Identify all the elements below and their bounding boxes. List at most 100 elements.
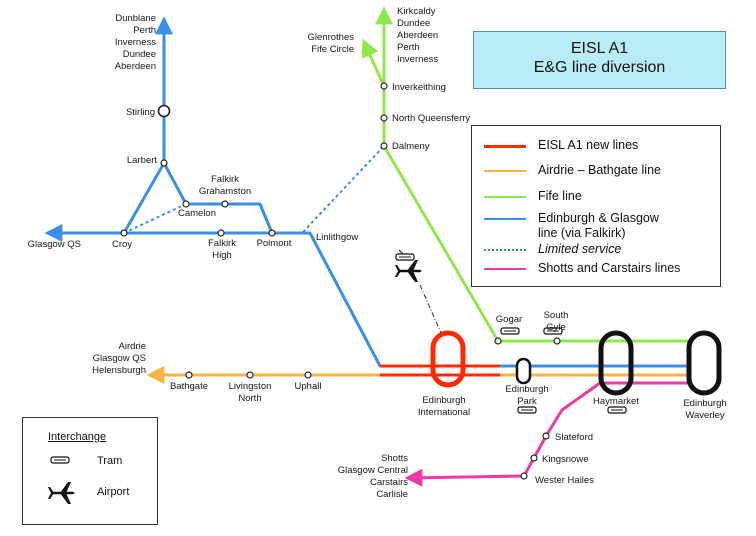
- polmont-station[interactable]: [268, 229, 276, 237]
- tram-icon-edinburgh-park: [517, 406, 537, 414]
- label-haymarket: Haymarket: [593, 396, 639, 407]
- label-croy: Croy: [112, 239, 132, 250]
- edinburgh-park-station[interactable]: [515, 357, 532, 385]
- fife-destination-labels: Kirkcaldy Dundee Aberdeen Perth Invernes…: [397, 6, 438, 65]
- uphall-station[interactable]: [304, 371, 312, 379]
- label-uphall: Uphall: [295, 381, 322, 392]
- gogar-station[interactable]: [494, 337, 502, 345]
- label-dalmeny: Dalmeny: [392, 141, 430, 152]
- dest-fife-1: Kirkcaldy: [397, 6, 436, 17]
- dalmeny-station[interactable]: [380, 142, 388, 150]
- kingsknowe-station[interactable]: [530, 454, 538, 462]
- airport-connector: [419, 284, 442, 334]
- livingston-north-station[interactable]: [246, 371, 254, 379]
- croy-station[interactable]: [120, 229, 128, 237]
- camelon-station[interactable]: [182, 200, 190, 208]
- eisl-new-lines: [380, 364, 500, 377]
- label-gogar: Gogar: [496, 314, 522, 325]
- limited-service-lines: [123, 145, 385, 234]
- dest-fife-4: Perth: [397, 42, 420, 53]
- label-falkirk-high-2: High: [212, 250, 232, 261]
- line-polmont-to-edinburgh: [272, 231, 430, 368]
- tram-icon: [50, 456, 70, 464]
- dest-shotts-4: Carlisle: [376, 489, 408, 500]
- title-box: EISL A1 E&G line diversion: [473, 31, 726, 89]
- label-linlithgow: Linlithgow: [316, 232, 358, 243]
- label-falkirk-high-1: Falkirk: [208, 238, 236, 249]
- wester-hailes-station[interactable]: [520, 472, 528, 480]
- label-livingston-north-2: North: [238, 393, 261, 404]
- title-line-1: EISL A1: [570, 40, 629, 57]
- legend-label-shotts: Shotts and Carstairs lines: [538, 261, 681, 275]
- line-larbert-croy: [122, 162, 166, 234]
- legend-label-fife: Fife line: [538, 189, 582, 203]
- airplane-icon: [395, 260, 422, 282]
- dest-west: Glasgow QS: [28, 239, 81, 250]
- edinburgh-international-station[interactable]: [430, 330, 466, 388]
- label-waverley-1: Edinburgh: [683, 398, 726, 409]
- dest-shotts-1: Shotts: [381, 453, 408, 464]
- larbert-station[interactable]: [160, 159, 168, 167]
- line-pink-south: [404, 381, 601, 487]
- label-livingston-north-1: Livingston: [229, 381, 272, 392]
- bathgate-station[interactable]: [185, 371, 193, 379]
- label-slateford: Slateford: [555, 432, 593, 443]
- legend-label-eg-line1: Edinburgh & Glasgow: [538, 211, 659, 225]
- legend-label-limited: Limited service: [538, 242, 622, 256]
- legend-swatch-new-lines: [484, 145, 526, 148]
- legend-swatch-shotts: [484, 268, 526, 270]
- label-camelon: Camelon: [178, 208, 216, 219]
- falkirk-high-station[interactable]: [217, 229, 225, 237]
- dest-north-2: Perth: [133, 25, 156, 36]
- label-north-queensferry: North Queensferry: [392, 113, 470, 124]
- waverley-station[interactable]: [686, 330, 722, 396]
- stirling-station[interactable]: [157, 104, 171, 118]
- dest-glenrothes-2: Fife Circle: [311, 44, 354, 55]
- station-labels: Stirling Larbert Falkirk Grahamston Came…: [112, 82, 727, 486]
- inverkeithing-station[interactable]: [380, 82, 388, 90]
- legend: EISL A1 new lines Airdrie – Bathgate lin…: [471, 125, 721, 287]
- dest-north-4: Dundee: [123, 49, 156, 60]
- airport-icon: [48, 482, 75, 504]
- label-edinburgh-park-2: Park: [517, 396, 537, 407]
- falkirk-grahamston-station[interactable]: [221, 200, 229, 208]
- interchange-tram-label: Tram: [97, 455, 123, 467]
- interchange-airport-label: Airport: [97, 486, 130, 498]
- dest-shotts-2: Glasgow Central: [338, 465, 408, 476]
- dest-shotts-3: Carstairs: [370, 477, 408, 488]
- tram-icon-south-gyle: [543, 327, 563, 335]
- interchange-heading: Interchange: [48, 431, 107, 443]
- legend-label-eg-line2: line (via Falkirk): [538, 226, 626, 240]
- dest-north-5: Aberdeen: [115, 61, 156, 72]
- dest-fife-2: Dundee: [397, 18, 430, 29]
- south-gyle-station[interactable]: [553, 337, 561, 345]
- label-edinburgh-international-2: International: [418, 407, 470, 418]
- label-wester-hailes: Wester Hailes: [535, 475, 594, 486]
- legend-swatch-edinburgh-glasgow: [484, 218, 526, 220]
- station-dots: [120, 82, 561, 480]
- label-kingsknowe: Kingsnowe: [542, 454, 588, 465]
- label-larbert: Larbert: [127, 155, 157, 166]
- dest-airdrie-3: Helensburgh: [92, 365, 146, 376]
- label-bathgate: Bathgate: [170, 381, 208, 392]
- dest-north-3: Inverness: [115, 37, 156, 48]
- label-inverkeithing: Inverkeithing: [392, 82, 446, 93]
- legend-label-edinburgh-glasgow: Edinburgh & Glasgow line (via Falkirk): [538, 211, 659, 241]
- shotts-carstairs-line: [404, 381, 690, 487]
- tram-icon-airport: [395, 249, 415, 261]
- dest-north-1: Dunblane: [115, 13, 156, 24]
- label-waverley-2: Waverley: [685, 410, 724, 421]
- legend-label-airdrie: Airdrie – Bathgate line: [538, 163, 661, 177]
- label-south-gyle-2: Gyle: [546, 322, 566, 333]
- interchange-key: Interchange Tram Airport: [22, 417, 158, 525]
- legend-swatch-airdrie: [484, 170, 526, 172]
- destination-labels: Dunblane Perth Inverness Dundee Aberdeen…: [28, 13, 409, 500]
- label-south-gyle-1: South: [544, 310, 569, 321]
- north-queensferry-station[interactable]: [380, 114, 388, 122]
- slateford-station[interactable]: [542, 432, 550, 440]
- label-stirling: Stirling: [126, 107, 155, 118]
- haymarket-station[interactable]: [598, 330, 634, 396]
- legend-swatch-limited: [484, 249, 526, 251]
- label-polmont: Polmont: [257, 238, 292, 249]
